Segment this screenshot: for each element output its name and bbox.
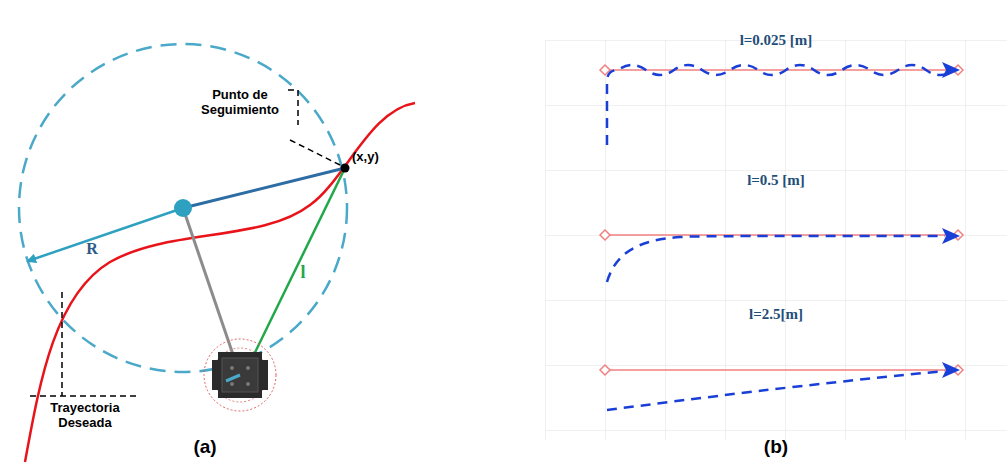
robot-trajectories [607,65,954,410]
center-robot-line [183,208,240,375]
grid [545,40,1007,440]
arrowheads [942,62,960,378]
point-label: (x,y) [352,150,379,165]
callout-label: Punto de Seguimiento [185,88,295,118]
robot [204,339,276,411]
leader-line [288,90,340,165]
callout-label: Trayectoria Deseada [30,401,140,431]
leader-line [30,292,140,396]
panel-label: (b) [764,436,788,458]
parameter-label: l=0.5 [m] [747,172,805,189]
center-line [183,168,345,208]
parameter-label: l=0.025 [m] [740,32,813,49]
desired-path [25,103,415,462]
radius-label: R [86,240,98,258]
lookahead-circle [19,44,347,372]
panel-label: (a) [193,436,216,458]
tracking-point [341,164,350,173]
lookahead-label: l [300,262,305,283]
radius-arrow [28,208,183,261]
reference-lines [600,65,963,375]
parameter-label: l=2.5[m] [749,306,803,323]
circle-center [174,199,192,217]
